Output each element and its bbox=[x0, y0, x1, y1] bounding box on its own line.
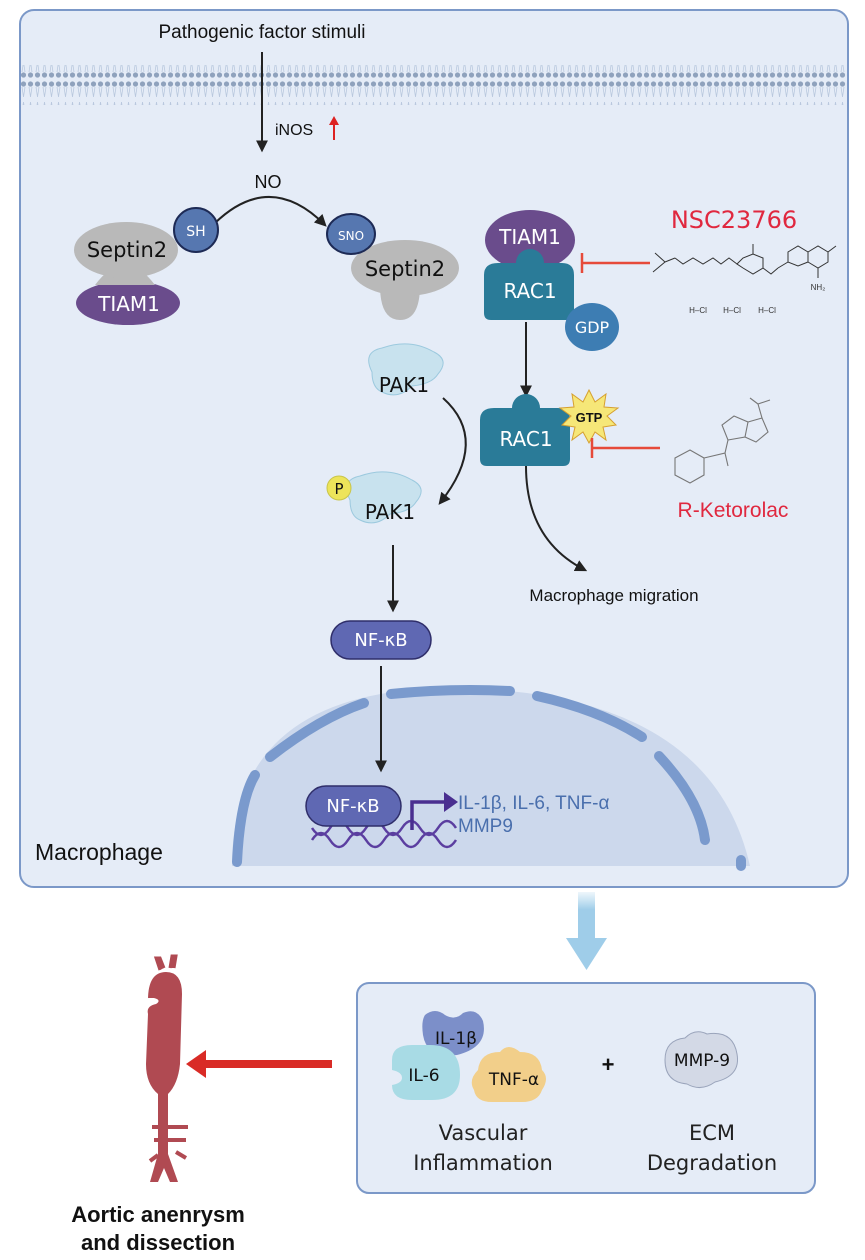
stimulus-label: Pathogenic factor stimuli bbox=[159, 22, 366, 43]
septin2-protein bbox=[74, 222, 178, 278]
pak1-label: PAK1 bbox=[365, 500, 415, 524]
septin2-label: Septin2 bbox=[365, 257, 445, 281]
inos-label: iNOS bbox=[275, 122, 313, 139]
il1b-label: IL-1β bbox=[435, 1029, 477, 1049]
phosphate-group bbox=[326, 475, 352, 501]
tiam1-label: TIAM1 bbox=[498, 225, 561, 249]
disease-label: Aortic anenrysm bbox=[71, 1202, 245, 1227]
ecm-label: ECM bbox=[689, 1121, 735, 1145]
macrophage-label: Macrophage bbox=[35, 839, 163, 865]
ketorolac-structure-icon bbox=[674, 397, 771, 484]
gtp-label: GTP bbox=[576, 410, 603, 425]
mmp9-protein: MMP-9 bbox=[664, 1031, 739, 1088]
nitrosylation-arrow bbox=[214, 196, 327, 227]
tiam1-label: TIAM1 bbox=[97, 292, 160, 316]
hcl-label: H–Cl bbox=[723, 306, 741, 315]
septin2-protein bbox=[351, 240, 459, 296]
nsc23766-label: NSC23766 bbox=[671, 206, 797, 234]
cell-membrane bbox=[21, 65, 847, 105]
septin2-label: Septin2 bbox=[87, 238, 167, 262]
disease-label: and dissection bbox=[81, 1230, 235, 1255]
aorta-icon bbox=[146, 954, 188, 1182]
transcription-arrow-icon bbox=[410, 792, 458, 830]
macrophage-cell bbox=[19, 9, 849, 888]
nfkb-label: NF-κB bbox=[354, 630, 407, 651]
target-genes-label: IL-1β, IL-6, TNF-α bbox=[458, 793, 609, 814]
sh-group bbox=[173, 207, 219, 253]
septin2-sno-complex: Septin2 SNO bbox=[326, 213, 459, 320]
nfkb-label: NF-κB bbox=[326, 796, 379, 817]
phosphate-label: P bbox=[334, 480, 343, 498]
migration-label: Macrophage migration bbox=[529, 586, 698, 605]
phospho-pak1-protein: PAK1 P bbox=[326, 471, 422, 524]
ecm-label: Degradation bbox=[647, 1151, 777, 1175]
septin2-tiam1-complex: Septin2 TIAM1 SH bbox=[74, 207, 219, 325]
tiam1-rac1-gdp-complex: TIAM1 RAC1 GDP bbox=[484, 210, 619, 351]
pak1-label: PAK1 bbox=[379, 373, 429, 397]
mmp9-label: MMP-9 bbox=[674, 1051, 730, 1071]
sno-label: SNO bbox=[338, 229, 364, 243]
il6-label: IL-6 bbox=[408, 1066, 439, 1086]
ketorolac-label: R-Ketorolac bbox=[678, 499, 789, 522]
sh-label: SH bbox=[186, 224, 205, 240]
gdp-molecule bbox=[565, 303, 619, 351]
nuclear-envelope bbox=[232, 685, 746, 871]
gtp-burst-icon bbox=[558, 388, 620, 445]
upregulation-arrow-icon bbox=[329, 116, 339, 140]
amine-label: NH₂ bbox=[811, 283, 826, 292]
plus-sign: + bbox=[602, 1052, 615, 1077]
tiam1-protein bbox=[76, 281, 180, 325]
nsc23766-structure-icon bbox=[652, 244, 837, 278]
tnfa-label: TNF-α bbox=[488, 1070, 539, 1090]
rac1-label: RAC1 bbox=[503, 279, 556, 303]
pak1-protein: PAK1 bbox=[368, 343, 444, 397]
nfkb-cytoplasm bbox=[330, 620, 432, 660]
sno-group bbox=[326, 213, 376, 255]
migration-arrow bbox=[525, 465, 588, 572]
phosphorylation-arrow bbox=[438, 397, 467, 505]
rac1-label: RAC1 bbox=[499, 427, 552, 451]
outcome-arrow bbox=[566, 892, 607, 970]
tiam1-protein bbox=[485, 210, 575, 270]
rac1-gtp-complex: RAC1 GTP bbox=[480, 388, 620, 466]
pathology-arrow bbox=[186, 1050, 332, 1078]
no-label: NO bbox=[255, 172, 282, 192]
gdp-label: GDP bbox=[575, 318, 610, 337]
hcl-label: H–Cl bbox=[758, 306, 776, 315]
inflammation-label: Inflammation bbox=[413, 1151, 553, 1175]
cytokine-cluster: IL-1β IL-6 TNF-α bbox=[392, 1011, 546, 1102]
nsc23766-inhibition bbox=[580, 253, 650, 273]
target-genes-label: MMP9 bbox=[458, 816, 513, 837]
hcl-label: H–Cl bbox=[689, 306, 707, 315]
inflammation-label: Vascular bbox=[439, 1121, 528, 1145]
nfkb-nucleus bbox=[305, 785, 402, 827]
ketorolac-inhibition bbox=[590, 438, 660, 458]
